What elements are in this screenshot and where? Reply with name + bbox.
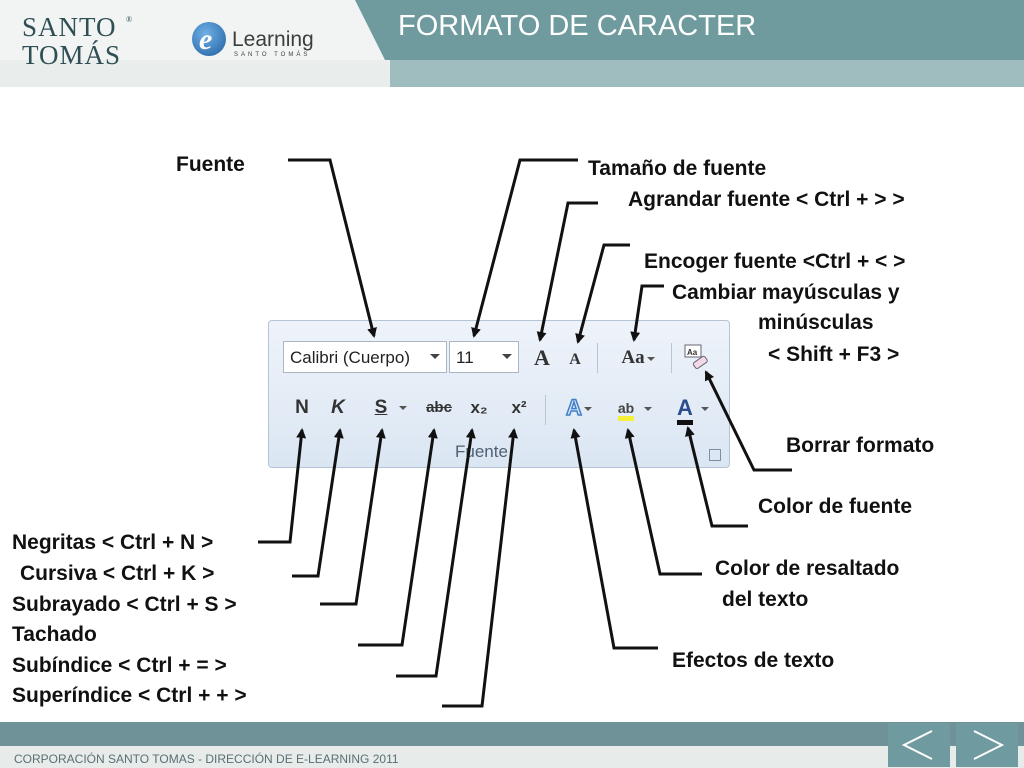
arrow-color-fuente: [685, 426, 748, 528]
subscript-button[interactable]: x₂: [465, 393, 493, 423]
bold-icon: N: [295, 397, 309, 418]
arrow-cambiar: [630, 284, 664, 342]
font-ribbon-group: Calibri (Cuerpo) 11 A A Aa Aa N K S abc …: [268, 320, 730, 468]
chevron-right-icon: [973, 730, 1005, 760]
chevron-down-icon: [644, 407, 653, 412]
chevron-down-icon: [399, 405, 408, 410]
label-encoger-fuente: Encoger fuente <Ctrl + < >: [644, 250, 906, 273]
label-fuente: Fuente: [176, 153, 245, 176]
font-name-value: Calibri (Cuerpo): [290, 348, 410, 367]
label-borrar-formato: Borrar formato: [786, 434, 935, 457]
label-subrayado: Subrayado < Ctrl + S >: [12, 593, 237, 616]
strikethrough-icon: abc: [426, 399, 452, 416]
separator: [671, 343, 672, 373]
shrink-font-button[interactable]: A: [563, 345, 587, 375]
grow-font-button[interactable]: A: [527, 343, 557, 373]
shrink-font-icon: A: [569, 351, 581, 368]
label-tamano-fuente: Tamaño de fuente: [588, 157, 767, 180]
arrow-efectos: [570, 428, 658, 650]
label-subindice: Subíndice < Ctrl + = >: [12, 654, 227, 677]
clear-formatting-icon: Aa: [684, 344, 708, 370]
arrow-subrayado: [320, 428, 386, 606]
next-slide-button[interactable]: [956, 723, 1018, 767]
elearning-e-letter: e: [199, 23, 213, 56]
font-color-button[interactable]: A: [669, 393, 717, 425]
logo-registered-mark: ®: [126, 15, 133, 24]
underline-button[interactable]: S: [369, 393, 413, 423]
strikethrough-button[interactable]: abc: [421, 393, 457, 423]
elearning-subtitle: SANTO TOMÁS: [234, 52, 311, 58]
label-efectos-texto: Efectos de texto: [672, 649, 835, 672]
label-cambiar-shortcut: < Shift + F3 >: [768, 343, 900, 366]
font-size-dropdown-icon: [502, 354, 512, 359]
highlight-color-button[interactable]: ab: [611, 393, 659, 423]
arrow-borrar: [704, 370, 792, 472]
prev-slide-button[interactable]: [888, 723, 950, 767]
footer-base: [0, 746, 1024, 768]
underline-icon: S: [374, 397, 388, 418]
font-size-combo[interactable]: 11: [449, 341, 519, 373]
arrow-encoger: [575, 243, 630, 344]
label-cambiar-minusculas: minúsculas: [758, 311, 874, 334]
arrow-agrandar: [536, 201, 598, 342]
text-effects-icon: A: [565, 394, 582, 421]
chevron-left-icon: [901, 730, 933, 760]
footer-bar: [0, 722, 1024, 746]
label-del-texto: del texto: [722, 588, 809, 611]
grow-font-icon: A: [534, 345, 550, 370]
italic-icon: K: [331, 397, 345, 418]
font-name-combo[interactable]: Calibri (Cuerpo): [283, 341, 447, 373]
separator: [597, 343, 598, 373]
label-color-fuente: Color de fuente: [758, 495, 913, 518]
subscript-icon: x₂: [470, 398, 488, 417]
arrow-tachado: [358, 428, 438, 647]
label-cambiar-mayusculas: Cambiar mayúsculas y: [672, 281, 900, 304]
superscript-icon: x²: [511, 398, 527, 417]
header-banner: [0, 0, 1024, 87]
page-title: FORMATO DE CARACTER: [398, 10, 757, 42]
label-tachado: Tachado: [12, 623, 97, 646]
arrow-fuente: [288, 158, 377, 338]
superscript-button[interactable]: x²: [505, 393, 533, 423]
font-color-icon: A: [677, 395, 693, 425]
chevron-down-icon: [583, 407, 592, 412]
font-size-value: 11: [456, 348, 474, 367]
slide-header: SANTO TOMÁS ® e Learning SANTO TOMÁS FOR…: [0, 0, 1024, 87]
arrow-cursiva: [292, 428, 344, 578]
highlight-icon: ab: [617, 400, 635, 421]
santo-tomas-logo: SANTO TOMÁS ®: [22, 12, 132, 70]
separator: [545, 395, 546, 425]
arrow-resaltado: [624, 428, 702, 576]
chevron-down-icon: [700, 407, 709, 412]
text-effects-button[interactable]: A: [559, 393, 599, 423]
arrow-superindice: [442, 428, 519, 708]
label-negritas: Negritas < Ctrl + N >: [12, 531, 214, 554]
label-agrandar-fuente: Agrandar fuente < Ctrl + > >: [628, 188, 905, 211]
change-case-button[interactable]: Aa: [615, 343, 661, 373]
label-color-resaltado: Color de resaltado: [715, 557, 900, 580]
clear-formatting-button[interactable]: Aa: [679, 341, 713, 371]
logo-line-2: TOMÁS: [22, 40, 122, 70]
elearning-logo: e Learning SANTO TOMÁS: [192, 22, 332, 66]
change-case-icon: Aa: [621, 347, 645, 368]
footer-text: CORPORACIÓN SANTO TOMAS - DIRECCIÓN DE E…: [14, 752, 399, 766]
font-name-dropdown-icon: [430, 354, 440, 359]
elearning-word: Learning: [232, 28, 314, 51]
label-superindice: Superíndice < Ctrl + + >: [12, 684, 247, 707]
label-cursiva: Cursiva < Ctrl + K >: [20, 562, 215, 585]
logo-line-1: SANTO: [22, 12, 117, 42]
dialog-launcher-icon[interactable]: [709, 449, 721, 461]
arrow-tamano: [471, 158, 578, 338]
bold-button[interactable]: N: [289, 393, 315, 423]
svg-text:Aa: Aa: [687, 348, 698, 357]
arrow-negritas: [258, 428, 307, 544]
elearning-globe-icon: [192, 22, 226, 56]
italic-button[interactable]: K: [325, 393, 351, 423]
arrow-subindice: [396, 428, 476, 678]
chevron-down-icon: [646, 356, 655, 361]
